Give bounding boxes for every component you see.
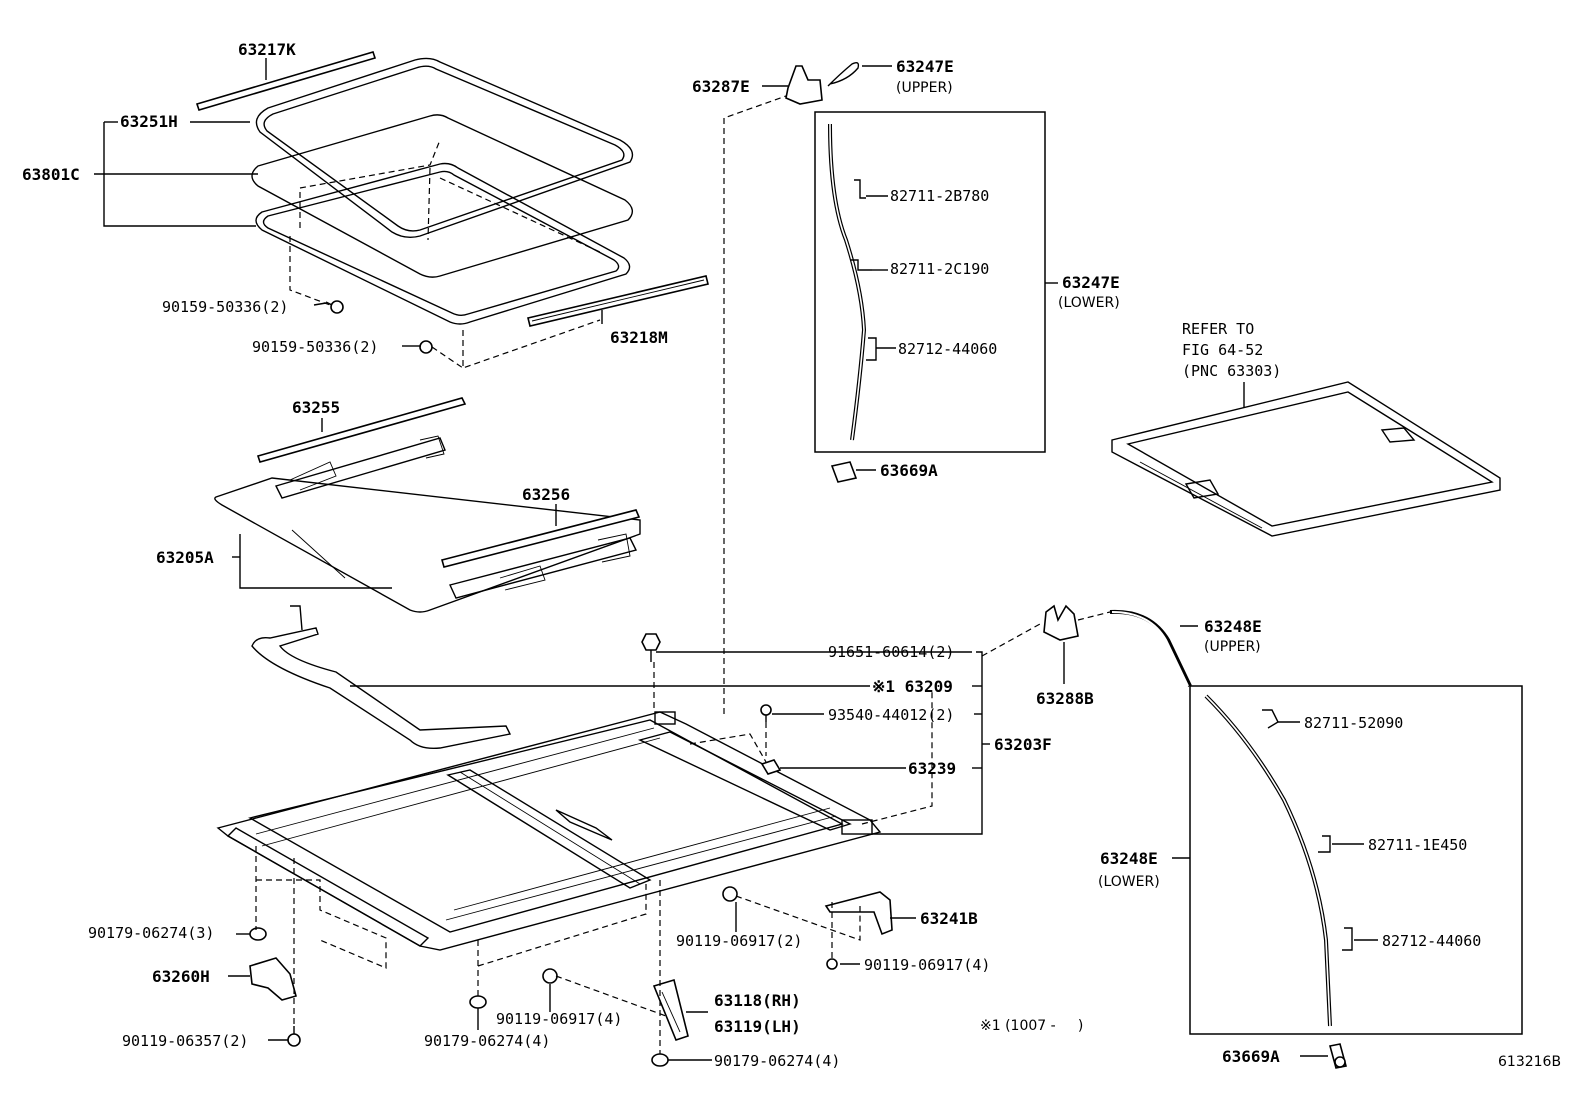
label-82712-44060-b: 82712-44060 [1382, 932, 1481, 950]
label-90179-06274-b: 90179-06274(4) [424, 1032, 550, 1050]
bracket-63209 [251, 605, 512, 750]
bracket-63241B [824, 891, 893, 936]
hose-63248E-lower [1204, 694, 1353, 1027]
glass-frame [255, 139, 631, 325]
label-90159-50336-a: 90159-50336(2) [162, 298, 288, 316]
label-63239: 63239 [908, 759, 956, 778]
label-63247E-upper: 63247E [896, 57, 954, 76]
label-63205A: 63205A [156, 548, 214, 567]
bolt-90119-06917-c [542, 968, 558, 984]
clip-63287E [785, 65, 823, 105]
grommet-63669A-b [1329, 1043, 1347, 1069]
label-63669A-a: 63669A [880, 461, 938, 480]
label-82711-52090: 82711-52090 [1304, 714, 1403, 732]
label-63248E-lower: 63248E [1100, 849, 1158, 868]
nut-90179-b [469, 995, 487, 1009]
hose-63247E-lower [828, 123, 877, 441]
screw-93540 [760, 704, 772, 722]
label-63248E-upper: 63248E [1204, 617, 1262, 636]
label-63256: 63256 [522, 485, 570, 504]
panel-63205A [214, 477, 641, 613]
box-63248E-lower [1189, 685, 1523, 1035]
sunroof-frame [216, 711, 882, 951]
label-90119-06917-c: 90119-06917(4) [496, 1010, 622, 1028]
label-63669A-b: 63669A [1222, 1047, 1280, 1066]
label-82712-44060-a: 82712-44060 [898, 340, 997, 358]
label-refer-to: REFER TO [1182, 320, 1254, 338]
bolt-90119-06917-b [826, 958, 838, 970]
bolt-90119-06357 [287, 1026, 301, 1047]
hose-63247E-upper [827, 61, 860, 87]
label-91651-60614: 91651-60614(2) [828, 643, 954, 661]
label-93540-44012: 93540-44012(2) [828, 706, 954, 724]
bolt-90159-b [418, 340, 433, 354]
label-upper-1: (UPPER) [896, 80, 953, 96]
label-63119: 63119(LH) [714, 1017, 801, 1036]
motor-63260H [249, 957, 297, 1001]
label-63203F: 63203F [994, 735, 1052, 754]
grommet-63669A-a [830, 461, 858, 483]
label-refer-fig: FIG 64-52 [1182, 341, 1263, 359]
figure-id: 613216B [1498, 1054, 1561, 1070]
label-90119-06917-b: 90119-06917(4) [864, 956, 990, 974]
label-note-1007: ※1 (1007 - ) [980, 1018, 1083, 1034]
label-63255: 63255 [292, 398, 340, 417]
label-90179-06274-a: 90179-06274(3) [88, 924, 214, 942]
bolt-91651 [641, 633, 661, 662]
label-refer-pnc: (PNC 63303) [1182, 362, 1281, 380]
label-63209: ※1 63209 [872, 677, 953, 696]
label-90119-06357: 90119-06357(2) [122, 1032, 248, 1050]
label-63241B: 63241B [920, 909, 978, 928]
label-lower-1: (LOWER) [1058, 295, 1120, 311]
label-82711-1E450: 82711-1E450 [1368, 836, 1467, 854]
label-82711-2C190: 82711-2C190 [890, 260, 989, 278]
label-63288B: 63288B [1036, 689, 1094, 708]
clip-63239 [760, 759, 782, 775]
label-63118: 63118(RH) [714, 991, 801, 1010]
nut-90179-a [249, 927, 267, 941]
label-upper-2: (UPPER) [1204, 639, 1261, 655]
label-lower-2: (LOWER) [1098, 874, 1160, 890]
label-90119-06917-a: 90119-06917(2) [676, 932, 802, 950]
rail-63256 [441, 509, 641, 568]
label-63287E: 63287E [692, 77, 750, 96]
sunshade-assembly [1111, 381, 1501, 537]
hose-63248E-upper [1109, 609, 1192, 687]
rail-63255 [256, 397, 467, 463]
glass-seal-63251H [255, 57, 634, 239]
bracket-63118-63119 [652, 978, 689, 1041]
label-90179-06274-c: 90179-06274(4) [714, 1052, 840, 1070]
clip-63288B [1043, 604, 1079, 641]
label-82711-2B780: 82711-2B780 [890, 187, 989, 205]
bolt-90159-a [325, 300, 344, 314]
deflector-63218M [527, 275, 709, 327]
box-63247E-lower [814, 111, 1046, 453]
label-63251H: 63251H [120, 112, 178, 131]
bolt-90119-06917-a [722, 886, 738, 902]
label-63801C: 63801C [22, 165, 80, 184]
nut-90179-c [651, 1053, 669, 1067]
label-63218M: 63218M [610, 328, 668, 347]
label-90159-50336-b: 90159-50336(2) [252, 338, 378, 356]
label-63217K: 63217K [238, 40, 296, 59]
rail-assembly-lower [449, 533, 638, 599]
glass-panel [251, 114, 633, 278]
label-63260H: 63260H [152, 967, 210, 986]
weatherstrip-63217K [195, 51, 377, 111]
label-63247E-lower: 63247E [1062, 273, 1120, 292]
